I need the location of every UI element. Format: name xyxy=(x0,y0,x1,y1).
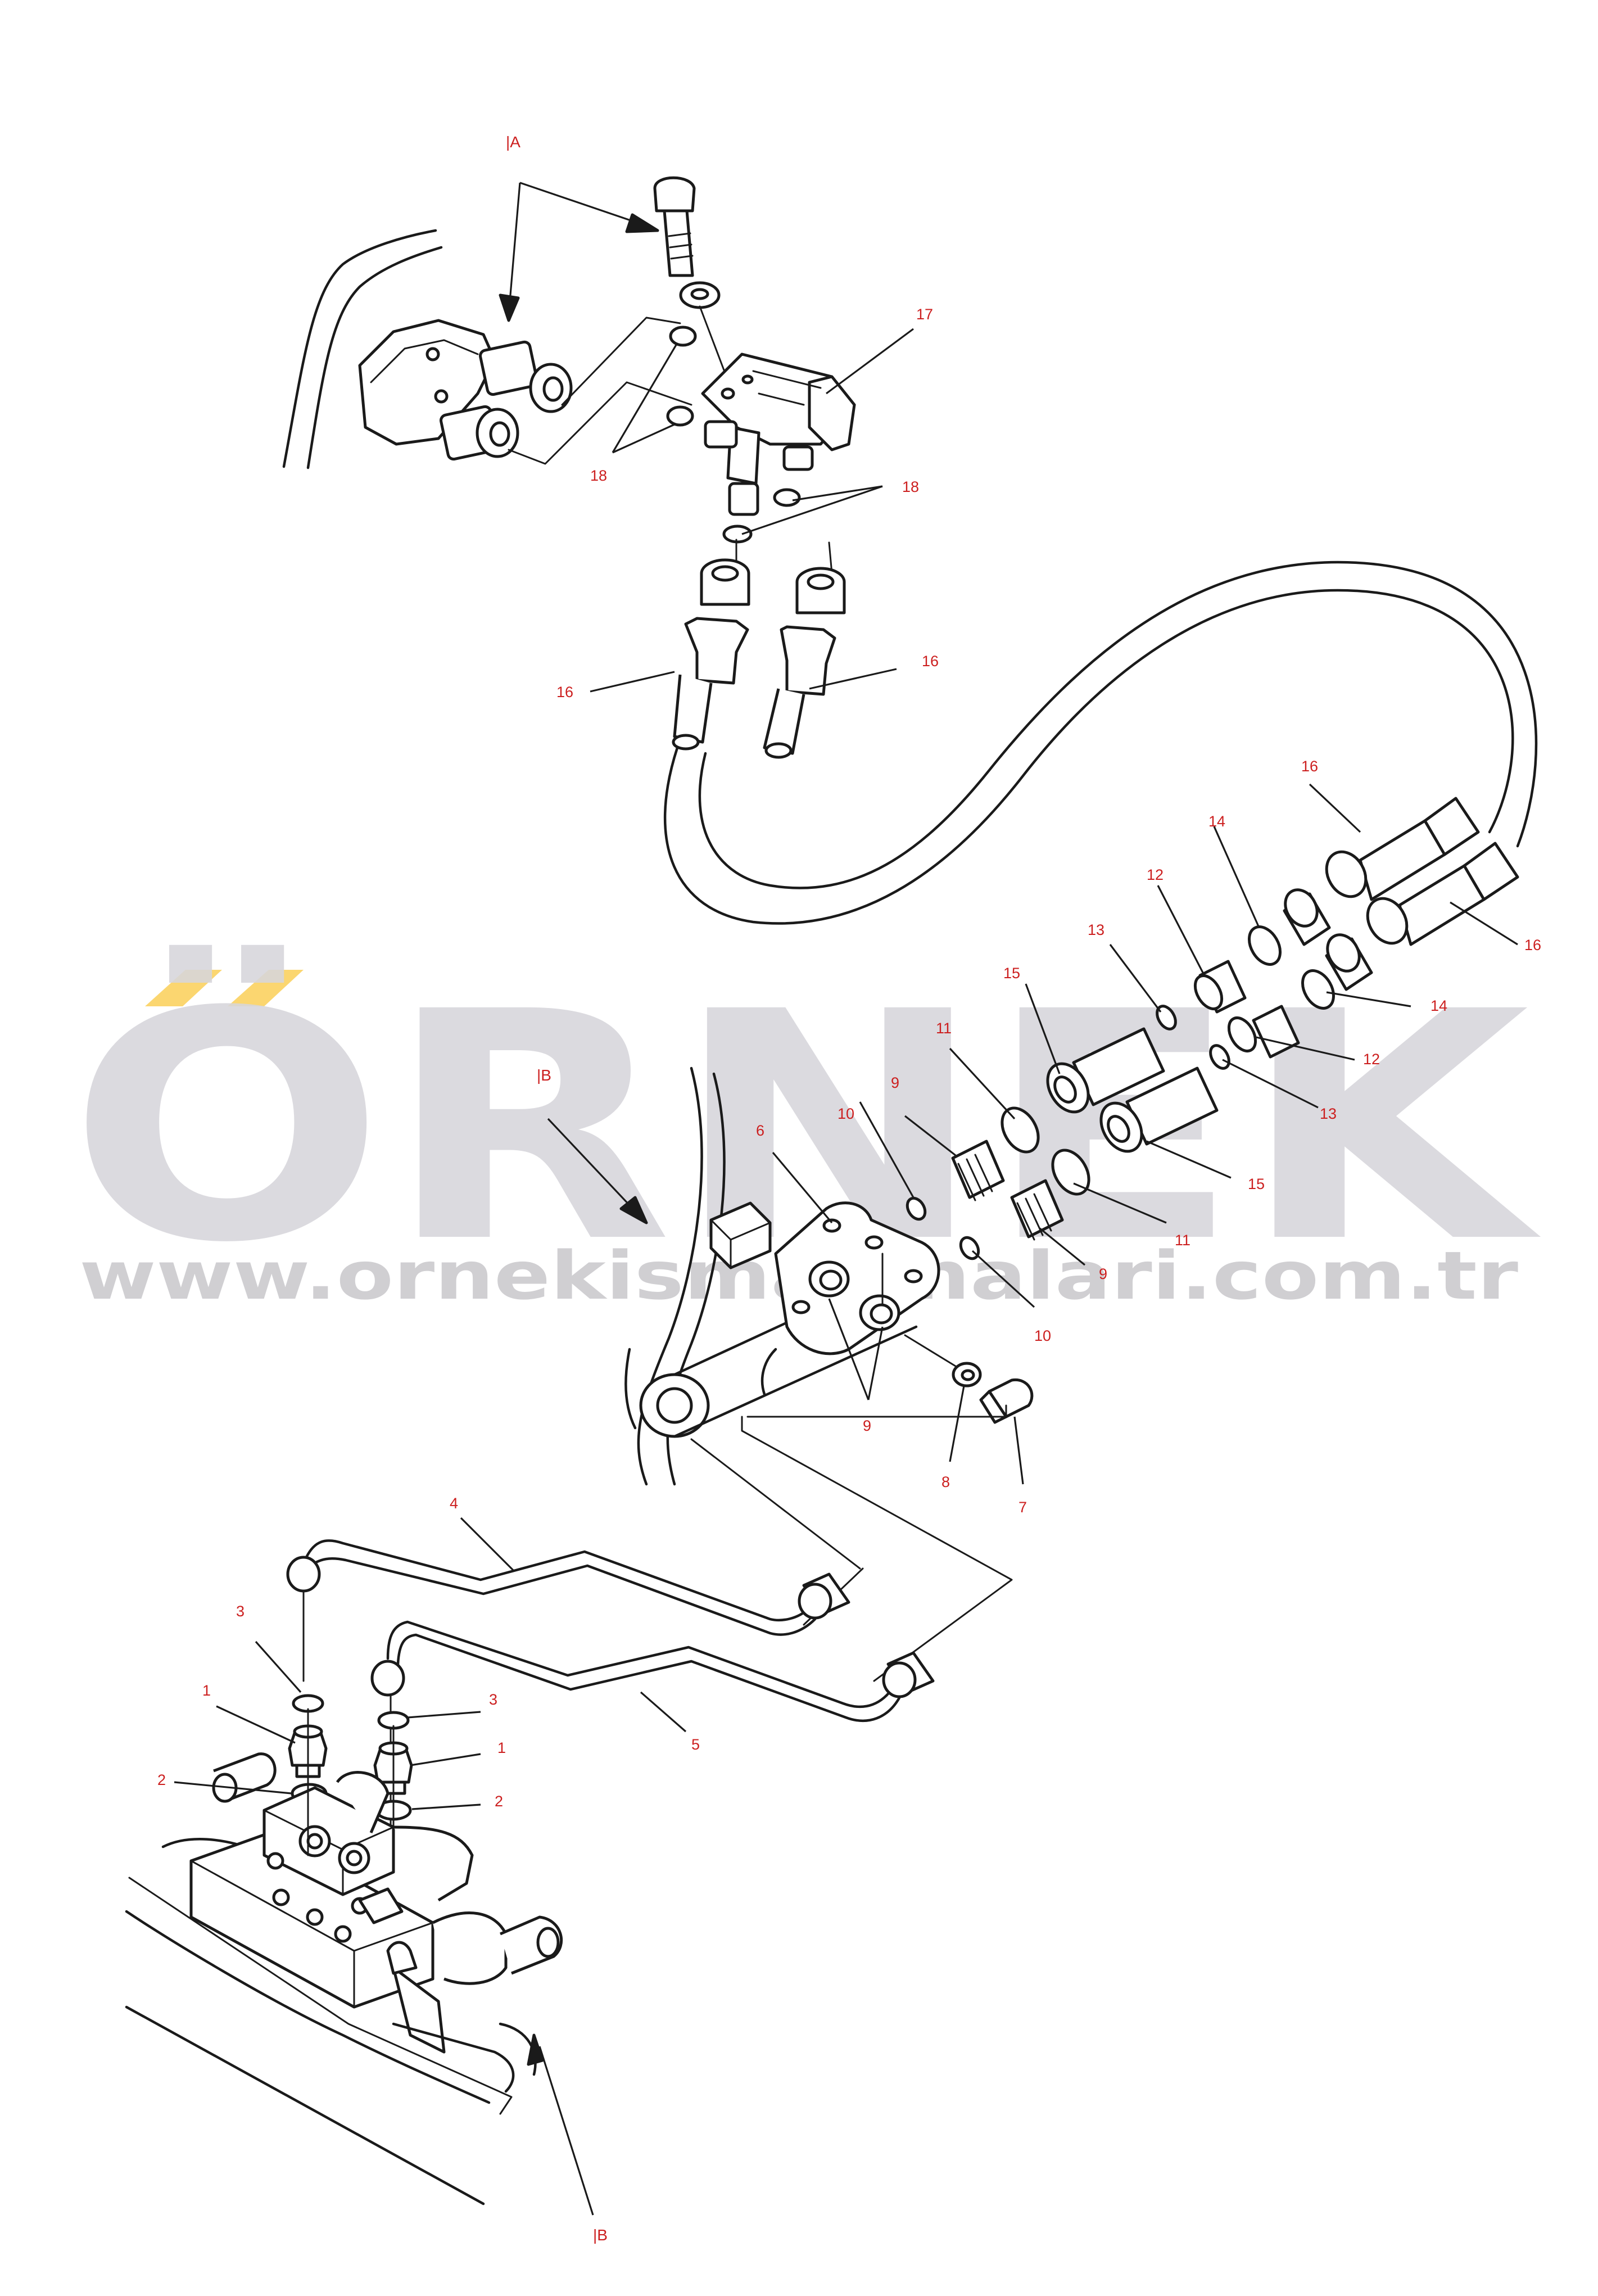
control-valve-block xyxy=(125,1708,563,2205)
hose-fittings-16-top xyxy=(672,539,846,759)
body-15-lower xyxy=(1099,1066,1219,1153)
callout-7: 7 xyxy=(1018,1499,1027,1516)
pipe-5-nut-right xyxy=(882,1651,935,1698)
view-ref-b-bottom: |B xyxy=(593,2226,608,2244)
block-small-b xyxy=(709,1201,772,1269)
callout-16-mid: 16 xyxy=(922,653,939,670)
callout-3-right: 3 xyxy=(489,1691,497,1708)
hose-end-16-lower-right xyxy=(1325,842,1519,991)
oring-13-upper xyxy=(1156,1005,1177,1031)
oring-18-set xyxy=(666,326,801,544)
nipple-9-lower xyxy=(1010,1179,1064,1241)
valve-port-left xyxy=(704,420,738,449)
callout-18-right: 18 xyxy=(902,478,919,495)
callout-5: 5 xyxy=(691,1736,700,1753)
callout-13-lower: 13 xyxy=(1320,1105,1337,1122)
oring-11-upper xyxy=(1001,1106,1040,1154)
view-ref-a: |A xyxy=(506,133,520,151)
hose-end-left-top xyxy=(672,558,750,751)
bolt-a xyxy=(653,176,732,389)
bulkhead-fitting-upper xyxy=(479,340,573,413)
bulkhead-fitting-lower xyxy=(440,405,519,461)
oring-13-lower xyxy=(1209,1044,1230,1070)
pipe-5-nut-left xyxy=(370,1660,405,1697)
callout-1-right: 1 xyxy=(497,1739,506,1756)
leaders xyxy=(174,182,1518,2216)
callout-18-left: 18 xyxy=(590,467,607,484)
callout-17: 17 xyxy=(916,306,933,323)
callout-2-left: 2 xyxy=(157,1771,166,1788)
callout-14-upper: 14 xyxy=(1208,813,1225,830)
callout-10-upper: 10 xyxy=(838,1105,854,1122)
callout-16-right-lower: 16 xyxy=(1524,937,1541,953)
pipe-4-nut-left xyxy=(286,1556,321,1593)
oring-10-upper xyxy=(906,1196,927,1221)
hose-end-16-upper-right xyxy=(1283,797,1480,946)
callout-9-bracket: 9 xyxy=(863,1417,871,1434)
washer-8-bolt-7 xyxy=(904,1334,1034,1424)
view-ref-b-middle: |B xyxy=(537,1066,551,1084)
callout-13-upper: 13 xyxy=(1088,921,1104,938)
oring-11-lower xyxy=(1051,1149,1090,1196)
callout-2-right: 2 xyxy=(495,1793,503,1810)
callout-16-left: 16 xyxy=(556,684,573,700)
watermark-umlaut-right xyxy=(228,970,304,1006)
callout-12-lower: 12 xyxy=(1363,1051,1380,1068)
callout-11-upper: 11 xyxy=(936,1020,952,1037)
callout-11-lower: 11 xyxy=(1175,1232,1190,1249)
hose-ends-16-lower xyxy=(1283,797,1519,991)
callout-8: 8 xyxy=(941,1474,950,1490)
pipe-4 xyxy=(286,1539,850,1682)
hydraulic-hose-pair xyxy=(663,561,1538,925)
valve-port-bottom-right xyxy=(782,445,814,471)
callout-9-lower: 9 xyxy=(1099,1265,1107,1282)
valve-port-bottom-left xyxy=(728,482,759,516)
coupling-chain-upper xyxy=(906,925,1282,1221)
callout-14-lower: 14 xyxy=(1430,997,1447,1014)
callout-16-right-upper: 16 xyxy=(1301,758,1318,775)
bulkhead-nut-9-a xyxy=(808,1260,850,1298)
body-15-upper xyxy=(1046,1027,1165,1114)
bracket-6 xyxy=(774,1201,940,1355)
valve-block-17 xyxy=(701,352,856,516)
callout-labels: |A |B |B 17 18 18 16 16 16 16 14 14 12 1… xyxy=(157,133,1541,2244)
nipple-9-upper xyxy=(951,1140,1005,1201)
callout-6: 6 xyxy=(756,1122,764,1139)
adapter-12-upper xyxy=(1193,960,1247,1014)
connection-lines-a xyxy=(508,317,692,465)
callout-15-upper: 15 xyxy=(1003,965,1020,982)
cab-panel-outline xyxy=(282,229,443,469)
callout-1-left: 1 xyxy=(202,1682,211,1699)
callout-10-lower: 10 xyxy=(1034,1327,1051,1344)
callout-12-upper: 12 xyxy=(1147,866,1164,883)
oring-14-upper xyxy=(1248,925,1282,966)
pipe-4-nut-right xyxy=(798,1572,850,1620)
callout-3-left: 3 xyxy=(236,1603,245,1620)
bolt-7 xyxy=(988,1378,1034,1418)
pipe-5 xyxy=(370,1620,935,1856)
bulkhead-nut-9-b xyxy=(859,1294,900,1331)
callout-4: 4 xyxy=(450,1495,458,1512)
hose-end-right-top xyxy=(763,567,846,759)
watermark-umlaut-left xyxy=(145,970,222,1006)
callout-9-upper: 9 xyxy=(891,1074,899,1091)
view-arrows xyxy=(499,213,659,2066)
callout-15-lower: 15 xyxy=(1248,1176,1265,1192)
oring-14-lower xyxy=(1301,969,1335,1010)
bulkhead-fittings xyxy=(358,319,573,461)
